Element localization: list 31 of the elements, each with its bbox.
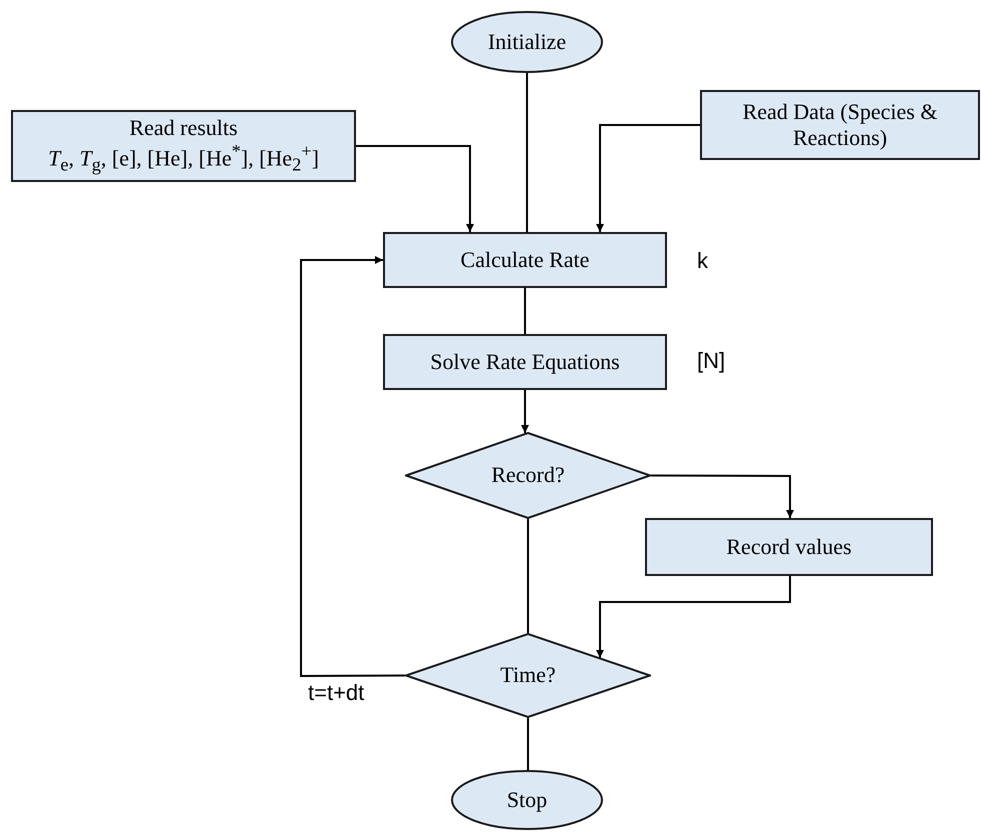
node-text: Calculate Rate: [460, 246, 590, 274]
node-text: Initialize: [488, 28, 566, 56]
arrow: [596, 124, 700, 232]
process-box: [383, 232, 667, 288]
input-box: [700, 90, 980, 160]
arrow: [651, 474, 794, 518]
start-ellipse: [451, 11, 603, 73]
node-text: T$_{e}$, T$_{g}$, [e], [He], [He$^{*}$], [He$_{2}$$^{+}$]: [48, 141, 319, 178]
connector-line: [524, 288, 526, 334]
process-box: [383, 334, 667, 390]
process-box: [645, 518, 933, 576]
arrow: [521, 390, 529, 434]
variable-label: k: [697, 248, 708, 274]
node-text: Stop: [506, 786, 548, 814]
arrow: [300, 256, 405, 677]
decision-diamond: [405, 432, 651, 519]
node-text: Time?: [500, 662, 556, 689]
node-text: Record values: [726, 534, 852, 560]
node-text: Read Data (Species & Reactions): [742, 98, 938, 152]
decision-diamond: [405, 633, 651, 718]
node-text: Read results: [129, 114, 238, 142]
arrow: [596, 576, 791, 658]
connector-line: [526, 73, 528, 232]
node-text: Solve Rate Equations: [430, 348, 620, 376]
connector-line: [527, 718, 529, 770]
variable-label: [N]: [697, 348, 726, 374]
connector-line: [527, 519, 529, 633]
end-ellipse: [451, 770, 603, 830]
input-box: [11, 110, 356, 182]
node-text: Record?: [491, 462, 565, 489]
arrow: [356, 145, 474, 232]
